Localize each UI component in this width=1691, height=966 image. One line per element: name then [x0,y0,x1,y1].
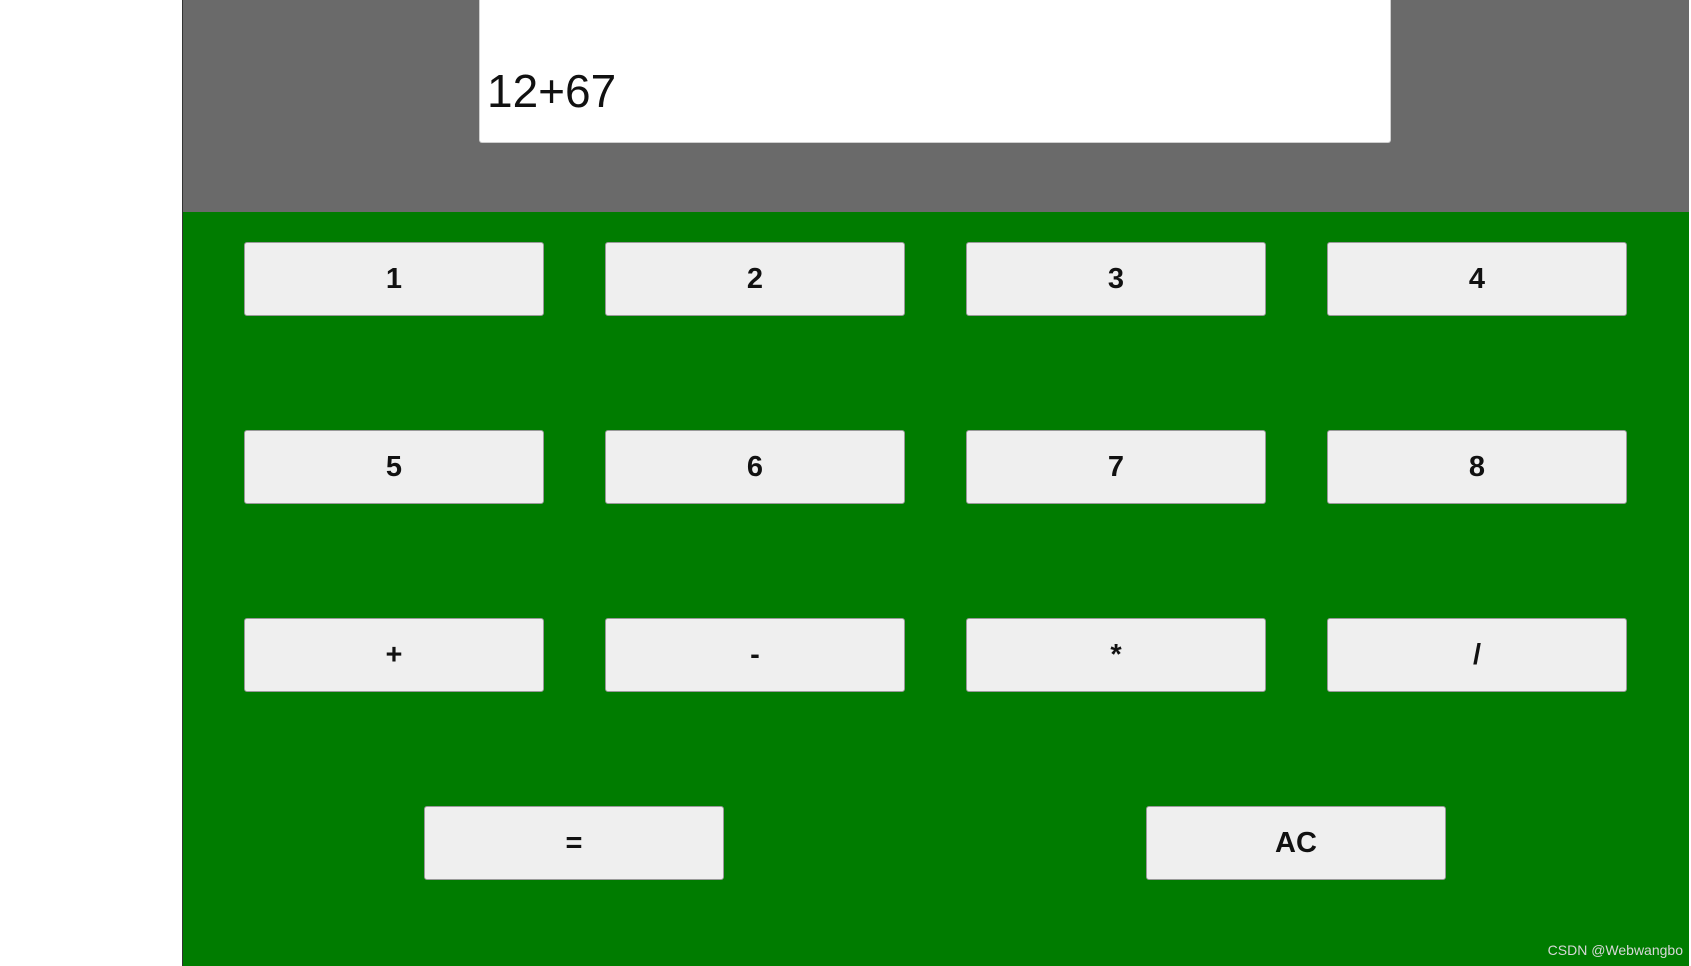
plus-button[interactable]: + [244,618,544,692]
watermark: CSDN @Webwangbo [1547,942,1683,958]
key-7-button[interactable]: 7 [966,430,1266,504]
display-area [183,0,1689,212]
clear-button[interactable]: AC [1146,806,1446,880]
minus-button[interactable]: - [605,618,905,692]
key-5-button[interactable]: 5 [244,430,544,504]
divide-button[interactable]: / [1327,618,1627,692]
calculator: 1 2 3 4 5 6 7 8 + - * / = AC CSDN @Webwa… [182,0,1689,966]
keypad: 1 2 3 4 5 6 7 8 + - * / = AC [183,212,1689,966]
key-4-button[interactable]: 4 [1327,242,1627,316]
display-input[interactable] [479,0,1391,143]
multiply-button[interactable]: * [966,618,1266,692]
key-1-button[interactable]: 1 [244,242,544,316]
key-8-button[interactable]: 8 [1327,430,1627,504]
equals-button[interactable]: = [424,806,724,880]
key-6-button[interactable]: 6 [605,430,905,504]
key-3-button[interactable]: 3 [966,242,1266,316]
key-2-button[interactable]: 2 [605,242,905,316]
